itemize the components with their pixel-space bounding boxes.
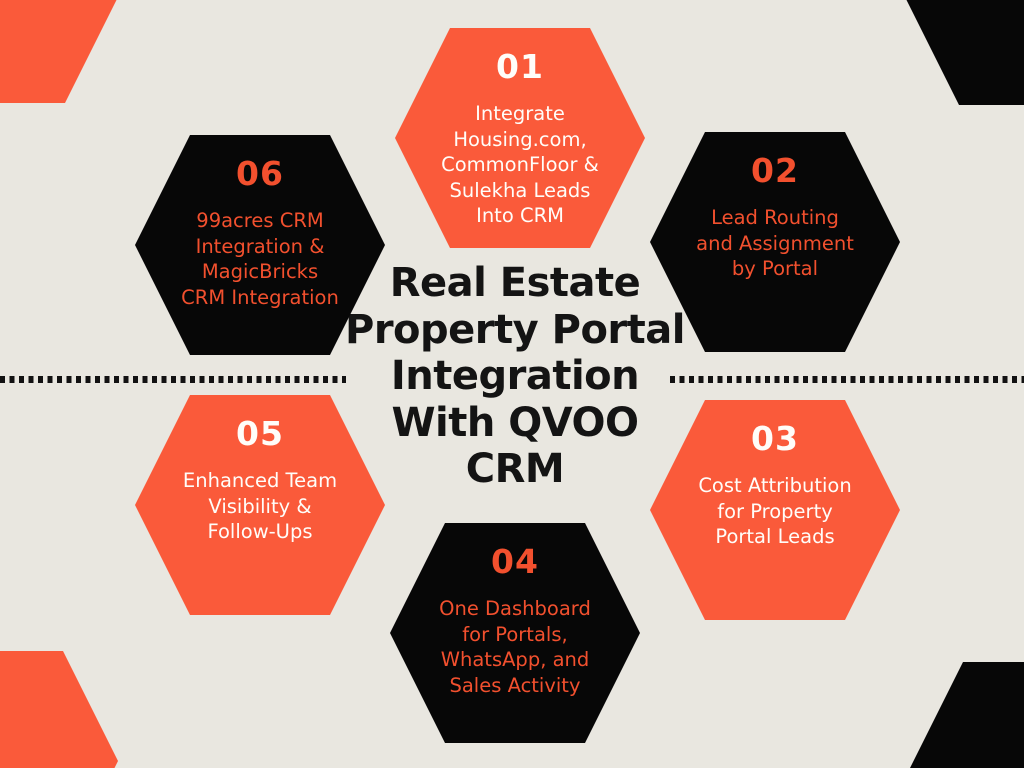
step-05-number: 05 (236, 414, 284, 453)
step-01-number: 01 (496, 47, 544, 86)
step-04-number: 04 (491, 542, 539, 581)
page-title: Real Estate Property Portal Integration … (345, 260, 685, 492)
step-05-text: Enhanced Team Visibility & Follow-Ups (182, 469, 338, 543)
step-03-text: Cost Attribution for Property Portal Lea… (698, 474, 852, 548)
hexagon-step-04: 04 One Dashboard for Portals, WhatsApp, … (390, 523, 640, 743)
dotted-divider-right (670, 376, 1024, 383)
hexagon-step-02: 02 Lead Routing and Assignment by Portal (650, 132, 900, 352)
step-02-text: Lead Routing and Assignment by Portal (696, 206, 854, 280)
corner-hexagon-top-left (0, 0, 120, 103)
step-01-text: Integrate Housing.com, CommonFloor & Sul… (441, 102, 599, 227)
corner-hexagon-bottom-right (908, 662, 1024, 768)
hexagon-step-01: 01 Integrate Housing.com, CommonFloor & … (395, 28, 645, 248)
dotted-divider-left (0, 376, 346, 383)
corner-hexagon-top-right (904, 0, 1024, 105)
step-04-text: One Dashboard for Portals, WhatsApp, and… (439, 597, 591, 697)
hexagon-step-03: 03 Cost Attribution for Property Portal … (650, 400, 900, 620)
step-06-text: 99acres CRM Integration & MagicBricks CR… (181, 209, 339, 309)
corner-hexagon-bottom-left (0, 651, 118, 768)
step-02-number: 02 (751, 151, 799, 190)
step-06-number: 06 (236, 154, 284, 193)
hexagon-step-05: 05 Enhanced Team Visibility & Follow-Ups (135, 395, 385, 615)
step-03-number: 03 (751, 419, 799, 458)
hexagon-step-06: 06 99acres CRM Integration & MagicBricks… (135, 135, 385, 355)
